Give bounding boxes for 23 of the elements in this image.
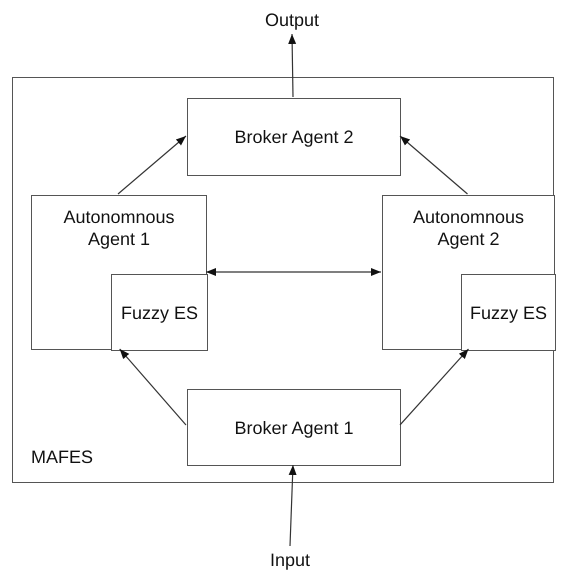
arrow [288,34,296,98]
node-label: Fuzzy ES [120,302,198,324]
arrow [118,136,186,194]
node-label: MAFES [31,446,94,468]
node-label: Broker Agent 1 [234,416,354,438]
node-label: Fuzzy ES [470,302,548,324]
arrow [206,268,381,276]
agent-box [187,98,401,176]
arrow [288,464,297,546]
node-label: Broker Agent 2 [234,126,354,148]
arrow [119,348,186,426]
agent-box [187,389,401,466]
arrow [400,348,469,426]
io-text: Output [264,9,320,31]
io-text: Input [270,549,310,571]
node-label: Autonomnous Agent 2 [412,206,526,250]
node-label: Autonomnous Agent 1 [62,206,176,250]
agent-box [461,274,556,351]
agent-box [31,195,207,350]
agent-box [382,195,555,350]
agent-box [111,274,208,351]
agent-box [12,77,554,483]
arrow [400,136,468,194]
